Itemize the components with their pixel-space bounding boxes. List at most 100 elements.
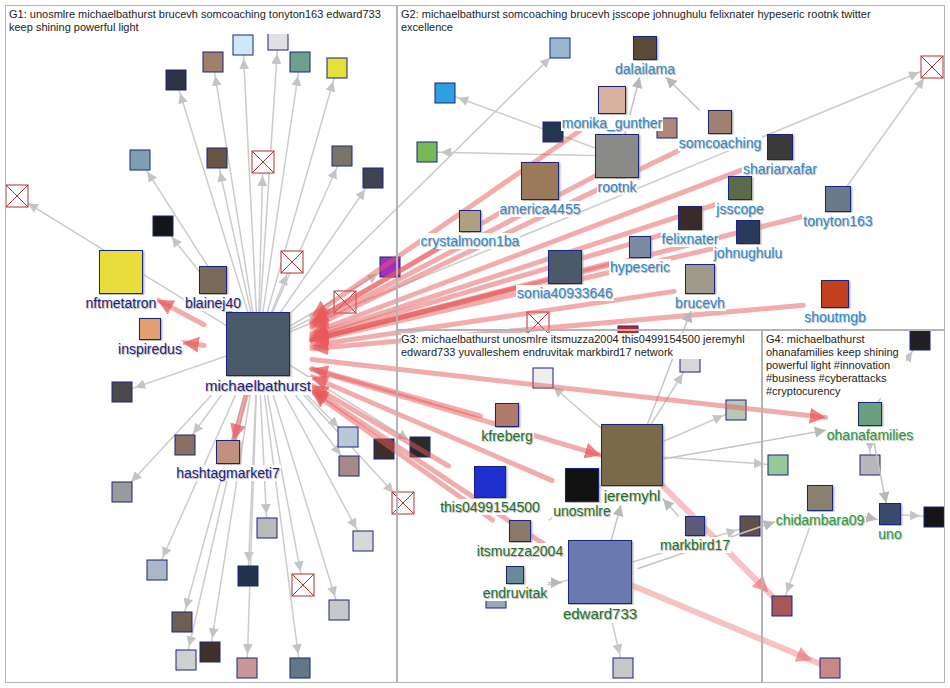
- vertex-label: jsscope: [715, 201, 764, 217]
- avatar-image: [233, 35, 253, 55]
- avatar-image: [6, 185, 28, 207]
- group-box: G2: michaelbathurst somcoaching brucevh …: [397, 5, 945, 330]
- vertex-label: inspiredus: [117, 341, 183, 357]
- vertex-label: chidambara09: [775, 512, 866, 528]
- edge-lines: [16, 40, 934, 668]
- vertex-label: hashtagmarketi7: [175, 465, 281, 481]
- vertex-label: monika_gunther: [561, 115, 663, 131]
- vertex: this0499154500: [439, 466, 541, 515]
- graphic-part: [6, 185, 28, 207]
- vertex-label: itsmuzza2004: [476, 543, 564, 559]
- avatar-images: [112, 30, 944, 678]
- vertex-label: unosmlre: [552, 503, 612, 519]
- mention-edge: [666, 77, 699, 110]
- avatar-image: [139, 318, 161, 340]
- avatar-image: [495, 403, 519, 427]
- mention-edge: [611, 505, 621, 540]
- avatar-image: [203, 52, 223, 72]
- missing-image-icons: [6, 56, 943, 596]
- avatar-image: [353, 531, 373, 551]
- mention-edge: [663, 430, 826, 459]
- vertex-label: uno: [877, 526, 902, 542]
- vertex: crystalmoon1ba: [420, 210, 521, 249]
- avatar-image: [176, 650, 196, 670]
- vertex-label: shariarxafar: [742, 161, 818, 177]
- avatar-image: [678, 206, 702, 230]
- avatar-image: [216, 440, 240, 464]
- mention-edge: [648, 311, 691, 424]
- avatar-image: [548, 250, 582, 284]
- group-heading: G3: michaelbathurst unosmlre itsmuzza200…: [401, 333, 757, 359]
- graphic-part: [292, 574, 314, 596]
- vertex-label: brucevh: [674, 295, 726, 311]
- vertex-label: hypeseric: [609, 259, 671, 275]
- avatar-image: [175, 435, 195, 455]
- vertex: sonia40933646: [516, 250, 614, 301]
- vertex-label: johnughulu: [713, 245, 784, 261]
- avatar-image: [435, 83, 455, 103]
- avatar-image: [252, 151, 274, 173]
- vertex-label: sonia40933646: [516, 285, 614, 301]
- group-box: G3: michaelbathurst unosmlre itsmuzza200…: [397, 330, 762, 683]
- vertex: markbird17: [659, 516, 731, 553]
- mention-edge: [312, 360, 826, 418]
- avatar-image: [332, 146, 352, 166]
- vertex-label: shoutmgb: [803, 309, 866, 325]
- graphic-part: [921, 56, 943, 78]
- mention-edge: [663, 499, 678, 516]
- group-heading: G1: unosmlre michaelbathurst brucevh som…: [9, 8, 381, 34]
- vertex: kfreberg: [480, 403, 533, 444]
- avatar-image: [736, 220, 760, 244]
- mention-edge: [874, 443, 886, 503]
- vertex: michaelbathurst: [204, 312, 312, 395]
- edge-line: [176, 80, 258, 345]
- vertex: brucevh: [674, 264, 726, 311]
- group-heading: G2: michaelbathurst somcoaching brucevh …: [401, 8, 893, 34]
- avatar-image: [363, 168, 383, 188]
- vertex: felixnater: [661, 206, 720, 247]
- vertex-label: ohanafamilies: [826, 427, 914, 443]
- vertex-label: somcoaching: [678, 135, 763, 151]
- vertex-label: kfreberg: [480, 428, 533, 444]
- mention-edge: [312, 385, 449, 466]
- vertex-label: tonyton163: [802, 213, 873, 229]
- avatar-image: [633, 36, 657, 60]
- avatar-image: [521, 162, 559, 200]
- vertex: shariarxafar: [742, 134, 818, 177]
- edge-line: [258, 40, 278, 345]
- mention-edge: [234, 395, 247, 440]
- graphic-part: [292, 574, 314, 596]
- avatar-image: [825, 186, 851, 212]
- edge-line: [258, 48, 560, 345]
- vertex: nftmetatron: [85, 250, 158, 311]
- vertex: somcoaching: [678, 110, 763, 151]
- vertex-label: nftmetatron: [85, 295, 158, 311]
- vertex-label: crystalmoon1ba: [420, 233, 521, 249]
- avatar-image: [598, 86, 626, 114]
- edge-line: [258, 67, 932, 345]
- avatar-image: [172, 612, 192, 632]
- avatar-image: [112, 382, 132, 402]
- vertex: dalailama: [614, 36, 676, 77]
- group-heading: G4: michaelbathurst ohanafamilies keep s…: [766, 333, 906, 398]
- edge-lines: [600, 455, 830, 668]
- avatar-image: [207, 148, 227, 168]
- vertex: tonyton163: [802, 186, 873, 229]
- avatar-image: [130, 150, 150, 170]
- avatar-image: [568, 540, 632, 604]
- avatar-image: [237, 658, 257, 678]
- avatar-image: [474, 466, 506, 498]
- avatar-image: [99, 250, 143, 294]
- avatar-image: [601, 424, 663, 486]
- graphic-part: [281, 251, 303, 273]
- avatar-image: [506, 566, 524, 584]
- vertex: edward733: [562, 540, 638, 623]
- avatar-image: [858, 402, 882, 426]
- avatar-image: [613, 658, 633, 678]
- mention-edge: [548, 582, 562, 584]
- avatar-image: [290, 52, 310, 72]
- vertex: itsmuzza2004: [476, 520, 564, 559]
- avatar-image: [459, 210, 481, 232]
- vertex: rootnk: [595, 134, 639, 195]
